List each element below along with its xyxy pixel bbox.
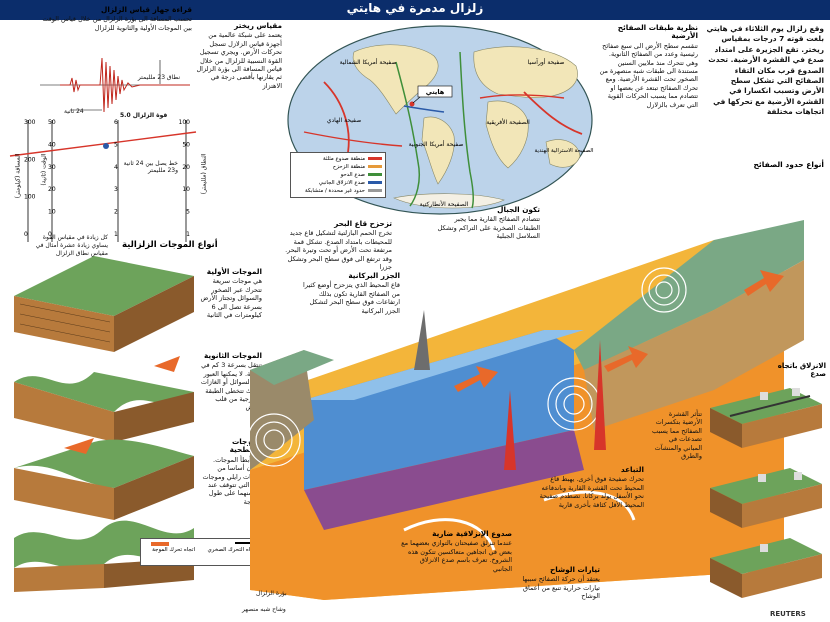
- divergent-title: التباعد: [620, 465, 644, 474]
- connecting-line-label: خط يصل بين 24 ثانية و23 ملليمتر: [123, 160, 178, 174]
- time-tick: 50: [48, 119, 56, 126]
- plate-cross-section: [247, 220, 804, 600]
- time-tick: 40: [48, 141, 56, 148]
- divergent-block: التباعد تحرك صفيحة فوق أخرى. يهبط قاع ال…: [532, 465, 644, 509]
- legend-item-1: منطقة صدوع مثلثة: [294, 155, 382, 163]
- distance-tick: 300: [24, 119, 36, 126]
- haiti-label: هايتي: [426, 88, 445, 96]
- convection-body: يعتقد أن حركة الصفائح سببها تيارات حراري…: [522, 575, 600, 601]
- amplitude-tick: 5: [186, 209, 190, 216]
- axis-mid-title: الوقت (ثانية): [40, 153, 48, 186]
- richter-block: مقياس ريختر يعتمد على شبكة عالمية من أجه…: [196, 21, 282, 90]
- wave-primary: الموجات الأولية هي موجات سريعة تتحرك عبر…: [200, 267, 263, 320]
- seismograph-block: قراءة جهاز قياس الزلزال تحسب المسافة الى…: [36, 5, 192, 32]
- page-title: زلزال مدمرة في هايتي: [346, 1, 484, 15]
- amplitude-tick: 1: [186, 231, 190, 238]
- time-label: 24 ثانية: [64, 108, 84, 115]
- wave-secondary-title: الموجات الثانوية: [203, 351, 262, 360]
- magnitude-tick: 1: [114, 231, 118, 238]
- label-africa: الصفيحة الأفريقية: [486, 118, 530, 126]
- intro-text: وقع زلزال يوم الثلاثاء في هايتي بلغت قوت…: [706, 24, 825, 117]
- volcanic-islands-block: الجزر البركانية قاع المحيط الذي يتزحزح أ…: [300, 271, 400, 315]
- legend-item-5: حدود غير محددة / متشابكة: [294, 187, 382, 195]
- legend-wave-icon: [151, 542, 169, 546]
- trench-title: تزحزح قاع البحر: [334, 219, 392, 228]
- map-legend: منطقة صدوع مثلثة منطقة الزحزح صدع الدحو …: [290, 152, 386, 198]
- wave-surface-title: الموجات السطحية: [229, 437, 262, 455]
- magnitude-tick: 4: [114, 164, 118, 171]
- label-pacific: صفيحة الهادي: [327, 117, 361, 124]
- amplitude-tick: 100: [179, 119, 191, 126]
- magnitude-label: قوة الزلزال 5.0: [120, 112, 168, 119]
- plate-boundary-heading: أنواع حدود الصفائح: [753, 160, 824, 169]
- mountains-body: تتصادم الصفائح القارية مما يجبر الطبقات …: [437, 215, 541, 241]
- plate-theory-heading: نظرية طبقات الصفائح الأرضية: [617, 23, 698, 41]
- legend-rock-icon: [235, 542, 253, 544]
- axis-left-title: المسافة (كيلومتر): [14, 153, 22, 199]
- divergent-body: تحرك صفيحة فوق أخرى. يهبط قاع المحيط تحت…: [539, 475, 644, 509]
- label-south-america: صفيحة أمريكا الجنوبية: [409, 140, 464, 148]
- trench-body: تخرج الحمم البازلتية لتشكيل قاع جديد للم…: [285, 229, 392, 272]
- distance-tick: 100: [24, 194, 36, 201]
- time-tick: 10: [48, 209, 56, 216]
- wave-primary-title: الموجات الأولية: [206, 267, 262, 276]
- label-antarctic: الصفيحة الأنطاركتية: [420, 200, 469, 208]
- legend-rock-text: اتجاه التحرك الصخري: [207, 547, 257, 553]
- convection-title: تيارات الوشاح: [549, 565, 600, 574]
- seismograph-body: تحسب المسافة الى بؤرة الزلزال من خلال قي…: [42, 15, 192, 32]
- time-tick: 30: [48, 164, 56, 171]
- richter-body: يعتمد على شبكة عالمية من أجهزة قياس الزل…: [196, 31, 282, 90]
- plate-theory-body: تنقسم سطح الأرض الى سبع صفائح رئيسية وعد…: [599, 41, 698, 109]
- volcanic-islands-body: قاع المحيط الذي يتزحزح أوضع كثيرا من الص…: [303, 281, 400, 315]
- strike-slip-heading: الانزلاق باتجاه صدع: [777, 362, 826, 378]
- waves-heading: أنواع الموجات الزلزالية: [122, 240, 218, 250]
- wave-primary-body: هي موجات سريعة تتحرك عبر الصخور والسوائل…: [200, 277, 263, 320]
- amplitude-tick: 20: [182, 164, 190, 171]
- legend-item-3: صدع الدحو: [294, 171, 382, 179]
- collapse-note: تتأثر القشرة الأرضية بتكسرات الصفائح مما…: [651, 410, 702, 461]
- subduction-title: صدوع الإنزلاقية ضارية: [432, 529, 512, 538]
- legend-item-2: منطقة الزحزح: [294, 163, 382, 171]
- mountains-title: تكون الجبال: [497, 205, 540, 214]
- distance-tick: 0: [24, 231, 28, 238]
- nomogram-note: كل زيادة في مقياس القوة يساوي زيادة عشرة…: [35, 234, 108, 257]
- amp-label: نطاق 23 ملليمتر: [137, 74, 180, 81]
- magnitude-tick: 3: [114, 186, 118, 193]
- title-bar: [0, 0, 830, 20]
- label-eurasia: صفيحة أورآسيا: [528, 57, 565, 66]
- strike-slip-blocks: [710, 388, 822, 598]
- credit-label: REUTERS: [770, 610, 806, 618]
- seismograph-heading: قراءة جهاز قياس الزلزال: [101, 5, 192, 14]
- subduction-body: عندما تنزلق صفيحتان بالتوازي بعضهما مع ب…: [401, 539, 512, 573]
- wave-legend: اتجاه التحرك الصخري اتجاه تحرك الموجة: [140, 538, 262, 566]
- subduction-block: صدوع الإنزلاقية ضارية عندما تنزلق صفيحتا…: [400, 529, 512, 573]
- volcanic-islands-title: الجزر البركانية: [348, 271, 400, 280]
- time-tick: 0: [48, 231, 52, 238]
- axis-right-title: النطاق (ملليمتر): [200, 153, 208, 195]
- legend-item-4: صدع الانزلاق الجانبي: [294, 179, 382, 187]
- label-indo-australia: الصفيحة الاسترالية الهندية: [535, 148, 594, 154]
- amplitude-tick: 10: [182, 186, 190, 193]
- label-north-america: صفيحة أمريكا الشمالية: [340, 58, 397, 66]
- magnitude-tick: 5: [114, 141, 118, 148]
- richter-heading: مقياس ريختر: [234, 21, 282, 30]
- amplitude-tick: 50: [182, 141, 190, 148]
- seismograph-trace: [40, 57, 190, 113]
- convection-block: تيارات الوشاح يعتقد أن حركة الصفائح سببه…: [510, 565, 600, 601]
- trench-block: تزحزح قاع البحر تخرج الحمم البازلتية لتش…: [282, 219, 392, 272]
- legend-wave-text: اتجاه تحرك الموجة: [152, 547, 195, 553]
- mountains-block: تكون الجبال تتصادم الصفائح القارية مما ي…: [430, 205, 541, 241]
- magnitude-tick: 6: [114, 119, 118, 126]
- distance-tick: 200: [24, 156, 36, 163]
- magnitude-tick: 2: [114, 209, 118, 216]
- mantle-label: وشاح شبه منصهر: [242, 606, 286, 613]
- plate-theory-block: نظرية طبقات الصفائح الأرضية تنقسم سطح ال…: [598, 23, 698, 109]
- time-tick: 20: [48, 186, 56, 193]
- focus-label: بؤرة الزلزال: [256, 590, 287, 597]
